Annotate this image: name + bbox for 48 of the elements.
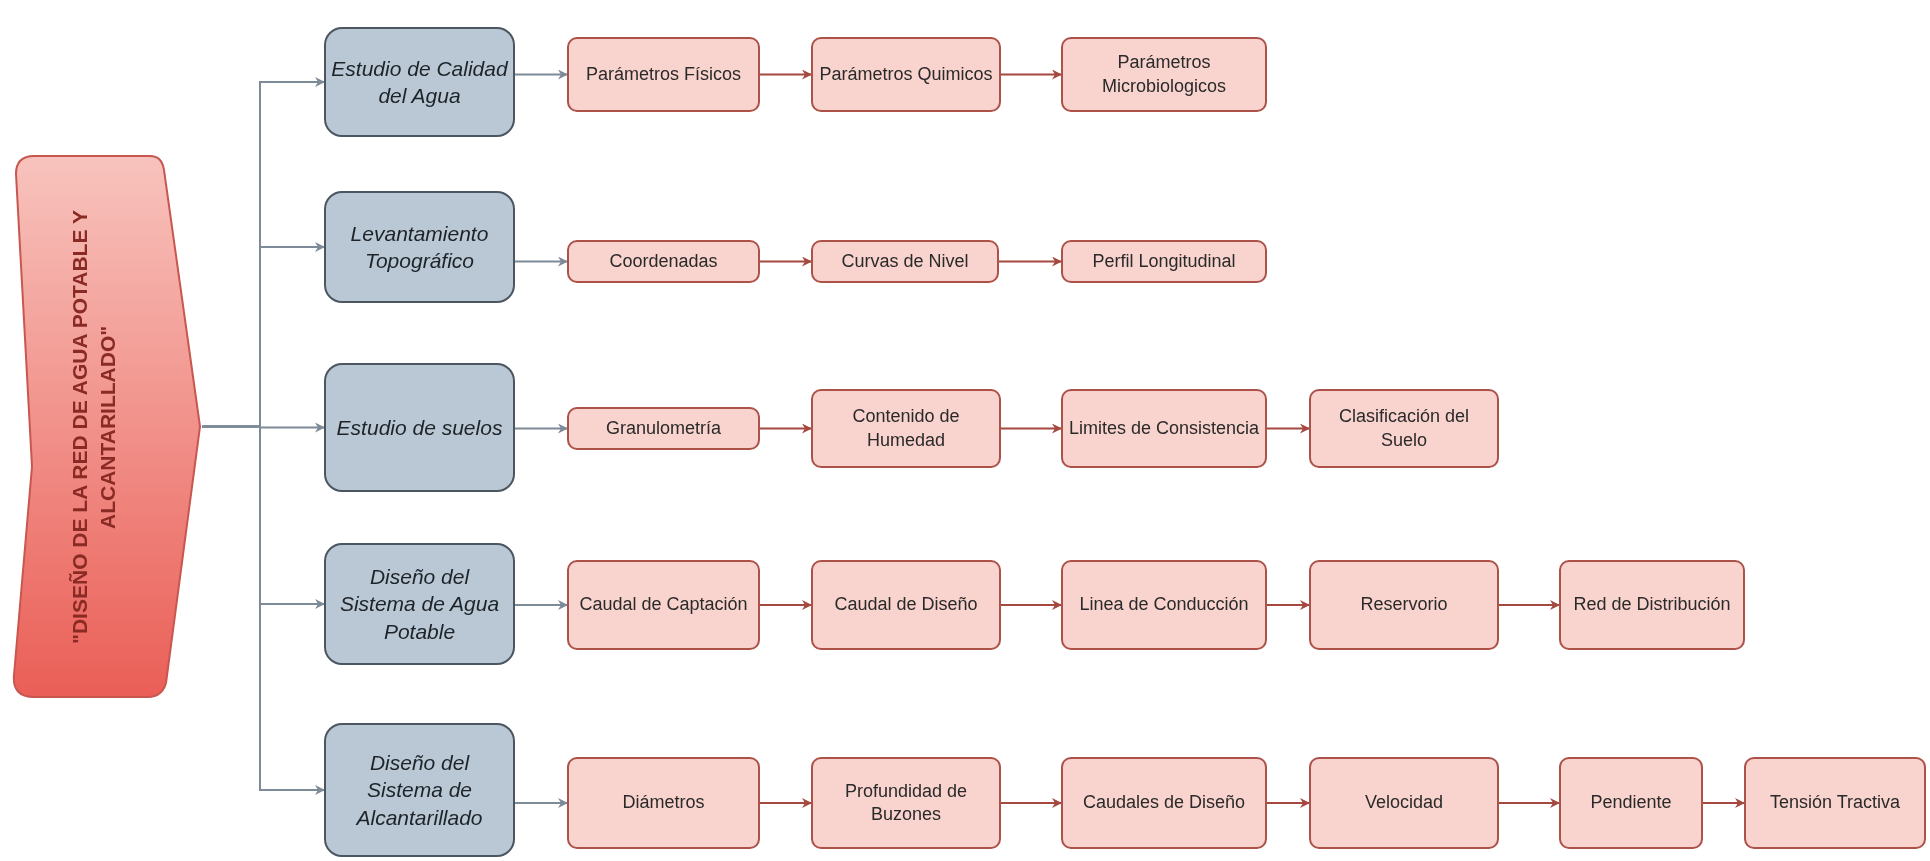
step-box: Tensión Tractiva: [1744, 757, 1926, 849]
step-box: Perfil Longitudinal: [1061, 240, 1267, 283]
arrow: [1498, 798, 1560, 808]
step-box: Parámetros Físicos: [567, 37, 760, 112]
arrow: [514, 798, 568, 808]
arrow: [759, 69, 812, 80]
category-box: Diseño del Sistema de Alcantarillado: [324, 723, 515, 857]
arrow: [1702, 798, 1745, 808]
step-box: Curvas de Nivel: [811, 240, 999, 283]
arrow: [759, 423, 812, 434]
category-box: Estudio de Calidad del Agua: [324, 27, 515, 137]
arrow: [1266, 798, 1310, 808]
arrow: [759, 256, 812, 267]
step-box: Limites de Consistencia: [1061, 389, 1267, 468]
arrow: [1266, 423, 1310, 434]
step-box: Linea de Conducción: [1061, 560, 1267, 650]
arrow: [759, 798, 812, 808]
arrow: [514, 600, 568, 610]
arrow: [514, 256, 568, 267]
category-box: Estudio de suelos: [324, 363, 515, 492]
title-text: "DISEÑO DE LA RED DE AGUA POTABLE Y ALCANTARILLADO": [66, 208, 120, 646]
step-box: Coordenadas: [567, 240, 760, 283]
arrow: [998, 256, 1062, 267]
step-box: Clasificación del Suelo: [1309, 389, 1499, 468]
step-box: Diámetros: [567, 757, 760, 849]
arrow: [1266, 600, 1310, 610]
step-box: Red de Distribución: [1559, 560, 1745, 650]
category-box: Levantamiento Topográfico: [324, 191, 515, 303]
step-box: Parámetros Microbiologicos: [1061, 37, 1267, 112]
step-box: Profundidad de Buzones: [811, 757, 1001, 849]
arrow: [1000, 423, 1062, 434]
arrow: [1000, 798, 1062, 808]
step-box: Contenido de Humedad: [811, 389, 1001, 468]
arrow: [1000, 600, 1062, 610]
arrow: [1498, 600, 1560, 610]
arrow: [514, 69, 568, 80]
step-box: Granulometría: [567, 407, 760, 450]
step-box: Caudales de Diseño: [1061, 757, 1267, 849]
step-box: Parámetros Quimicos: [811, 37, 1001, 112]
step-box: Velocidad: [1309, 757, 1499, 849]
arrow: [759, 600, 812, 610]
step-box: Caudal de Captación: [567, 560, 760, 650]
arrow: [1000, 69, 1062, 80]
step-box: Reservorio: [1309, 560, 1499, 650]
category-box: Diseño del Sistema de Agua Potable: [324, 543, 515, 665]
step-box: Pendiente: [1559, 757, 1703, 849]
step-box: Caudal de Diseño: [811, 560, 1001, 650]
arrow: [514, 423, 568, 434]
